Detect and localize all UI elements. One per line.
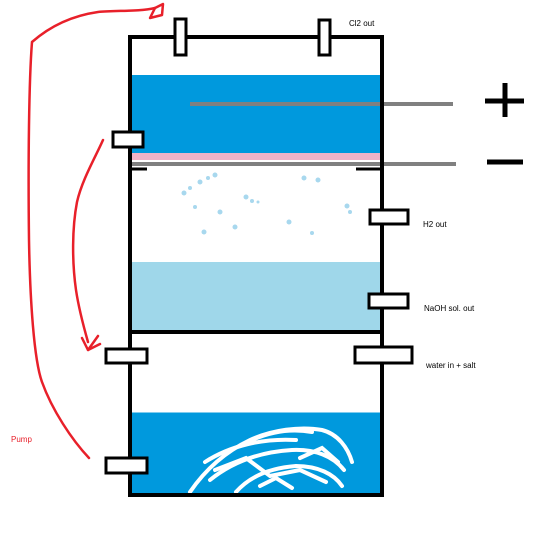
hydrogen-bubbles: [181, 172, 352, 235]
vessel-outline: [128, 35, 384, 497]
recycle-arrow-line: [71, 138, 105, 352]
anode-brine-compartment: [130, 75, 382, 160]
water-in-label: water in + salt: [425, 361, 476, 370]
brine-recycle-port: [111, 130, 145, 149]
pump-port: [104, 456, 149, 475]
naoh-out-label: NaOH sol. out: [424, 304, 475, 313]
h2-out-port: [368, 208, 410, 226]
mid-left-port: [104, 347, 149, 365]
pump-line: [27, 2, 165, 460]
naoh-solution-layer: [130, 262, 382, 332]
plus-icon: [485, 83, 524, 117]
cl2-out-port: [317, 18, 332, 57]
pump-label: Pump: [11, 435, 32, 444]
top-port-left: [173, 17, 188, 57]
h2-out-label: H2 out: [423, 220, 447, 229]
cl2-out-label: Cl2 out: [349, 19, 375, 28]
naoh-out-port: [367, 292, 410, 310]
membrane: [130, 153, 380, 160]
water-in-port: [353, 345, 414, 365]
salt-crystals: [188, 426, 354, 494]
